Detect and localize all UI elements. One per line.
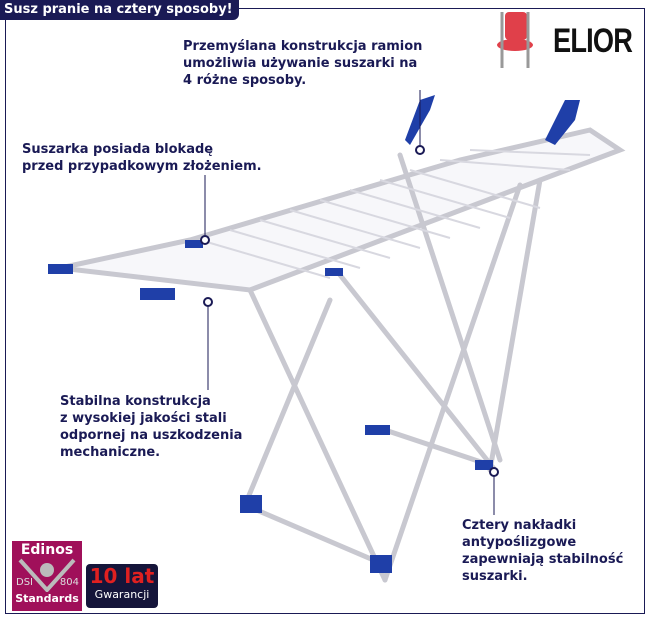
edinos-badge: Edinos DSI 804 Standards — [12, 541, 82, 611]
warranty-badge: 10 lat Gwarancji — [86, 564, 158, 608]
edinos-standards: Standards — [15, 592, 79, 605]
edinos-number: 804 — [59, 577, 79, 588]
note-lock: Suszarka posiada blokadę przed przypadko… — [22, 142, 262, 174]
brand-logo: ELIOR — [553, 22, 633, 60]
edinos-title: Edinos — [20, 542, 74, 558]
note-steel: Stabilna konstrukcja z wysokiej jakości … — [60, 394, 243, 460]
note-arms: Przemyślana konstrukcja ramion umożliwia… — [183, 39, 423, 88]
note-feet: Cztery nakładki antypoślizgowe zapewniaj… — [462, 518, 624, 584]
frame — [5, 8, 645, 614]
banner-title: Susz pranie na cztery sposoby! — [0, 0, 239, 20]
warranty-label: Gwarancji — [94, 588, 150, 601]
warranty-years: 10 lat — [89, 564, 155, 588]
edinos-dsi: DSI — [16, 577, 33, 588]
